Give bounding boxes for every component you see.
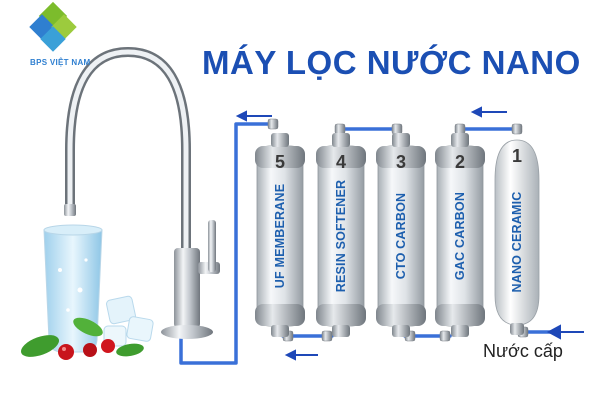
filter-3-label: CTO CARBON xyxy=(394,192,408,280)
filter-3 xyxy=(376,133,426,337)
water-source-label: Nước cấp xyxy=(483,341,563,361)
pipe-5-faucet xyxy=(179,122,270,365)
filter-1-label: NANO CERAMIC xyxy=(510,191,524,293)
filter-4-label: RESIN SOFTENER xyxy=(334,179,348,293)
page-title: MÁY LỌC NƯỚC NANO xyxy=(202,44,581,81)
filter-2-number: 2 xyxy=(454,152,465,172)
filter-2 xyxy=(435,133,485,337)
ice-and-fruit xyxy=(20,295,154,360)
filter-4 xyxy=(316,133,366,337)
brand-logo xyxy=(29,1,77,52)
filter-4-number: 4 xyxy=(335,152,346,172)
pipe-fittings xyxy=(267,118,529,342)
faucet-icon xyxy=(64,46,220,339)
filter-5-number: 5 xyxy=(274,152,285,172)
brand-name: BPS VIỆT NAM xyxy=(30,58,91,67)
flow-arrow-icon xyxy=(235,106,584,361)
filter-2-label: GAC CARBON xyxy=(453,191,467,281)
filter-3-number: 3 xyxy=(395,152,406,172)
filter-5 xyxy=(255,133,305,337)
filter-1 xyxy=(494,139,540,335)
filter-5-label: UF MEMBERANE xyxy=(273,183,287,289)
filter-1-number: 1 xyxy=(511,146,522,166)
